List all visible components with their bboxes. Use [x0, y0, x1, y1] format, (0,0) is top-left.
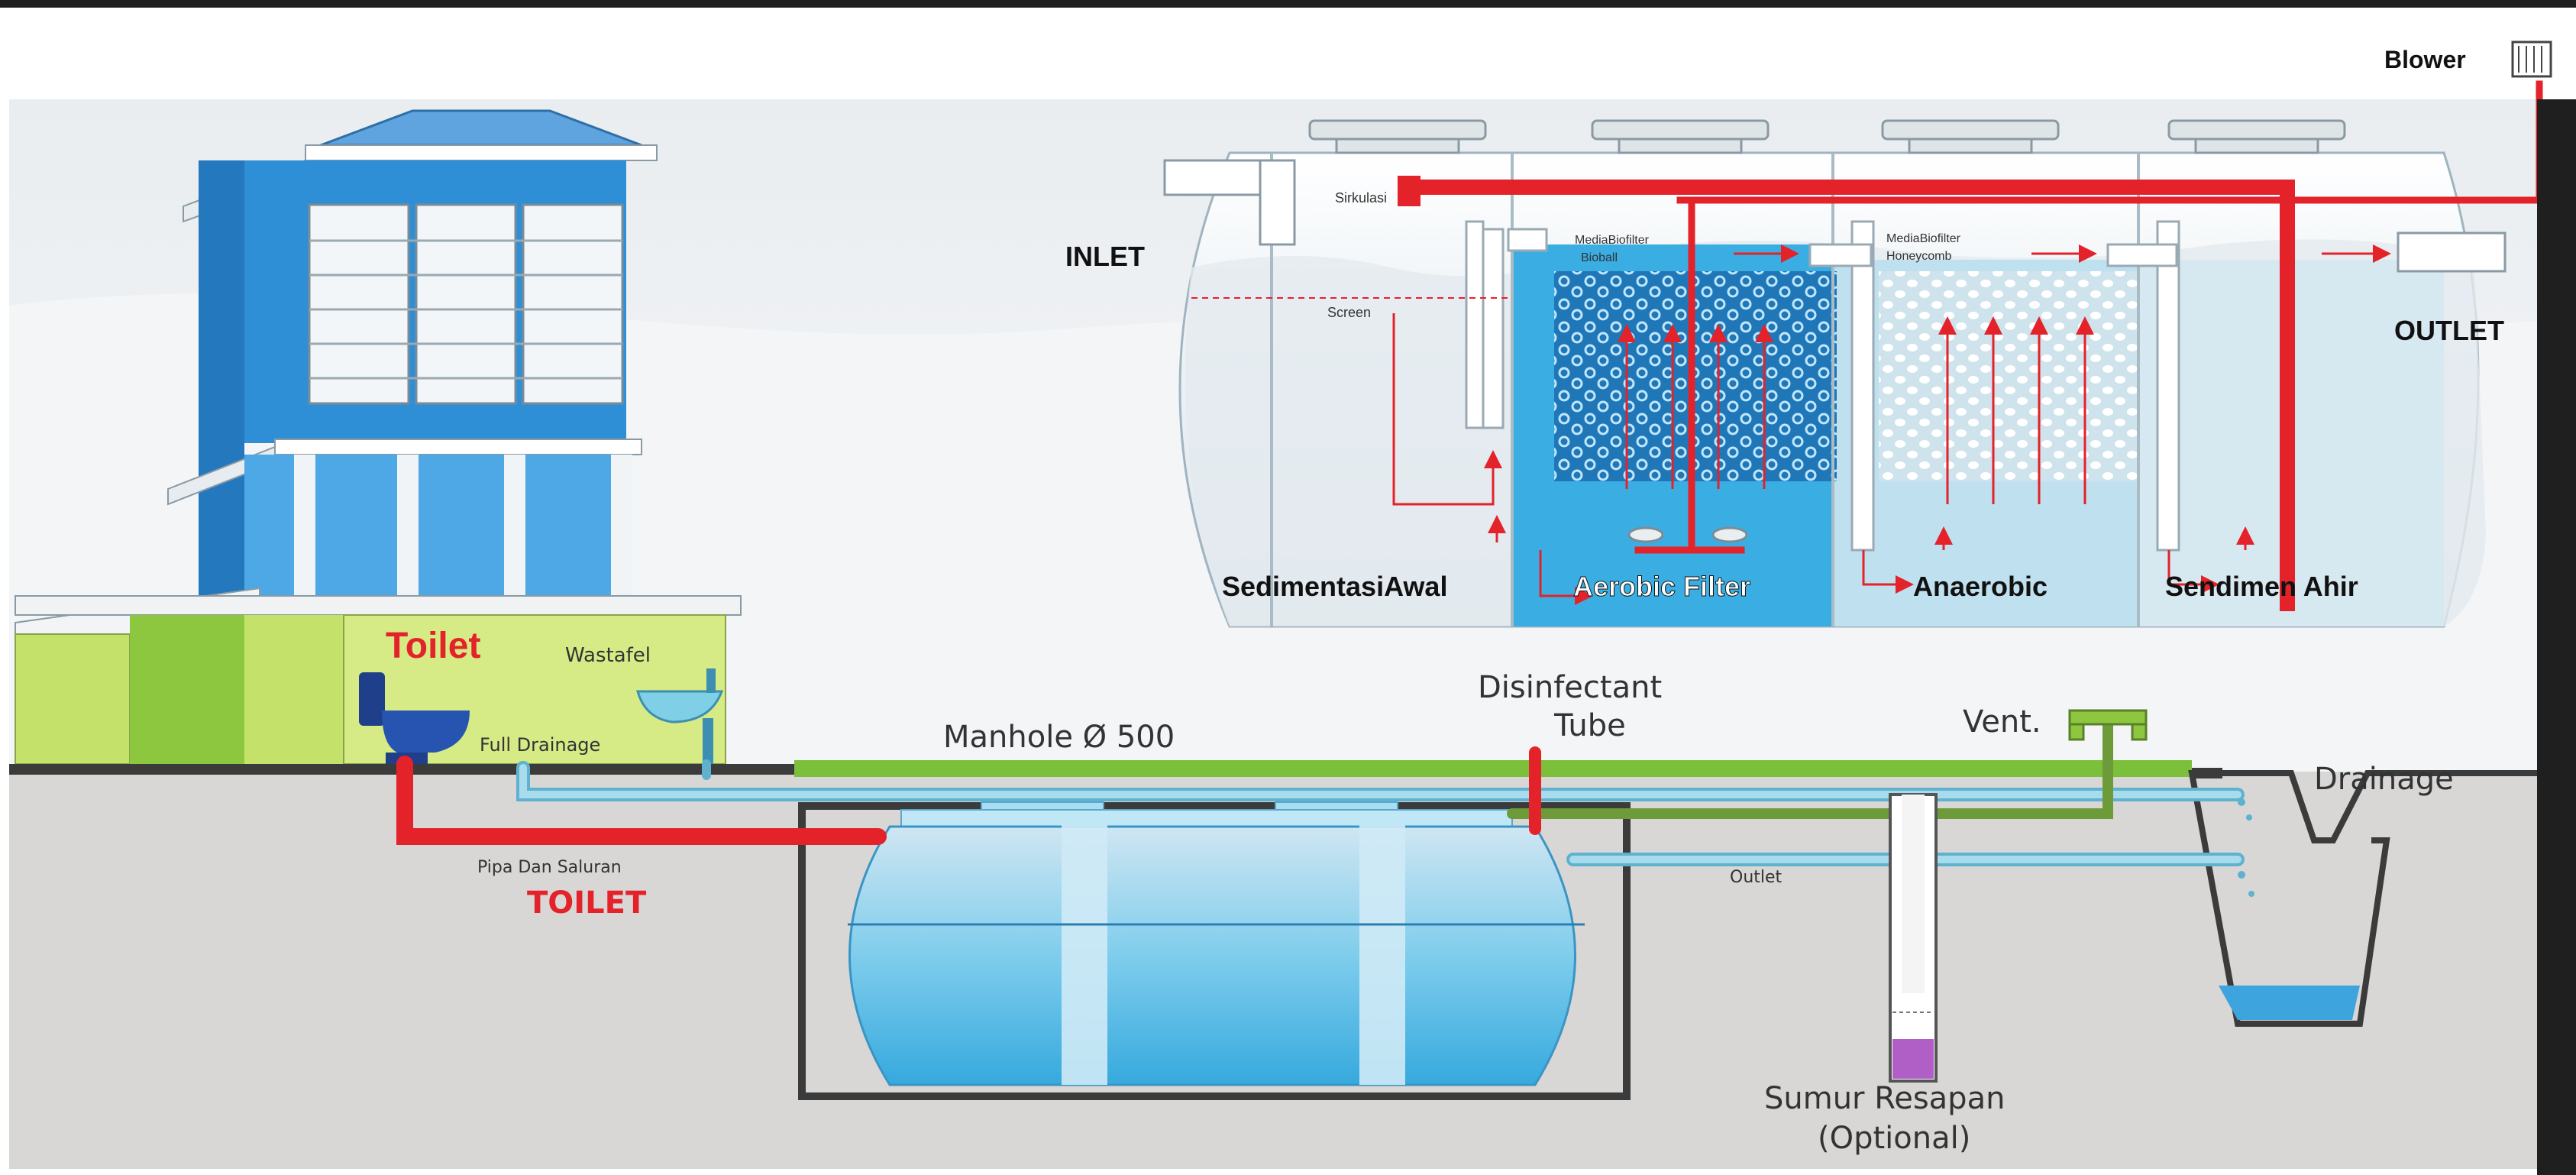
vent-label: Vent. [1963, 704, 2041, 740]
wastafel-label: Wastafel [565, 644, 651, 667]
pipe-label-2: TOILET [527, 885, 647, 921]
bioball-label-1: MediaBiofilter [1575, 234, 1649, 247]
chamber-label-anaerobic: Anaerobic [1913, 571, 2048, 602]
bioball-label-2: Bioball [1581, 251, 1618, 264]
manhole-label: Manhole Ø 500 [943, 720, 1175, 755]
wastafel-icon [636, 668, 724, 764]
bioball-media [1554, 271, 1837, 481]
septic-tank [848, 801, 1585, 1086]
chamber-label-sedimentasi: SedimentasiAwal [1222, 571, 1448, 602]
outlet-pipe-box [2397, 231, 2507, 273]
inlet-label: INLET [1065, 241, 1145, 272]
chamber-label-aerobic: Aerobic Filter [1572, 571, 1751, 602]
sirkulasi-pipe-end [1398, 176, 1421, 206]
tank-detail [1163, 40, 2552, 628]
pipe-label-1: Pipa Dan Saluran [477, 858, 622, 877]
honeycomb-label-2: Honeycomb [1886, 250, 1952, 263]
sirkulasi-label: Sirkulasi [1335, 190, 1388, 206]
sumur-label-2: (Optional) [1818, 1121, 1971, 1156]
outlet-ground-label: Outlet [1730, 868, 1783, 887]
disinfectant-label-2: Tube [1554, 708, 1626, 743]
top-bar [0, 0, 2576, 8]
honeycomb-media [1879, 271, 2138, 481]
sumur-resapan [1889, 793, 1938, 1083]
tank-pit [798, 802, 1631, 1100]
toilet-drain-pipe [396, 756, 887, 845]
building [15, 109, 742, 765]
vent-pipe [1507, 717, 2113, 819]
drainage-channel [2219, 770, 2537, 843]
pipe-network [396, 717, 2245, 866]
outlet-label: OUTLET [2394, 315, 2504, 346]
chamber-label-sendimen: Sendimen Ahir [2165, 571, 2358, 602]
honeycomb-label-1: MediaBiofilter [1886, 232, 1960, 245]
blower-icon [2511, 40, 2552, 78]
toilet-label: Toilet [386, 626, 481, 666]
blower-label: Blower [2384, 46, 2466, 73]
wall-block [15, 633, 131, 765]
vent-cap-icon [2068, 709, 2148, 741]
full-drainage-label: Full Drainage [480, 734, 601, 756]
sumur-label-1: Sumur Resapan [1764, 1081, 2006, 1116]
drainage-label: Drainage [2314, 762, 2454, 797]
grass-strip [794, 760, 2192, 777]
screen-label: Screen [1327, 305, 1372, 320]
right-frame-edge [2537, 99, 2576, 1175]
disinfectant-label-1: Disinfectant [1478, 670, 1663, 705]
